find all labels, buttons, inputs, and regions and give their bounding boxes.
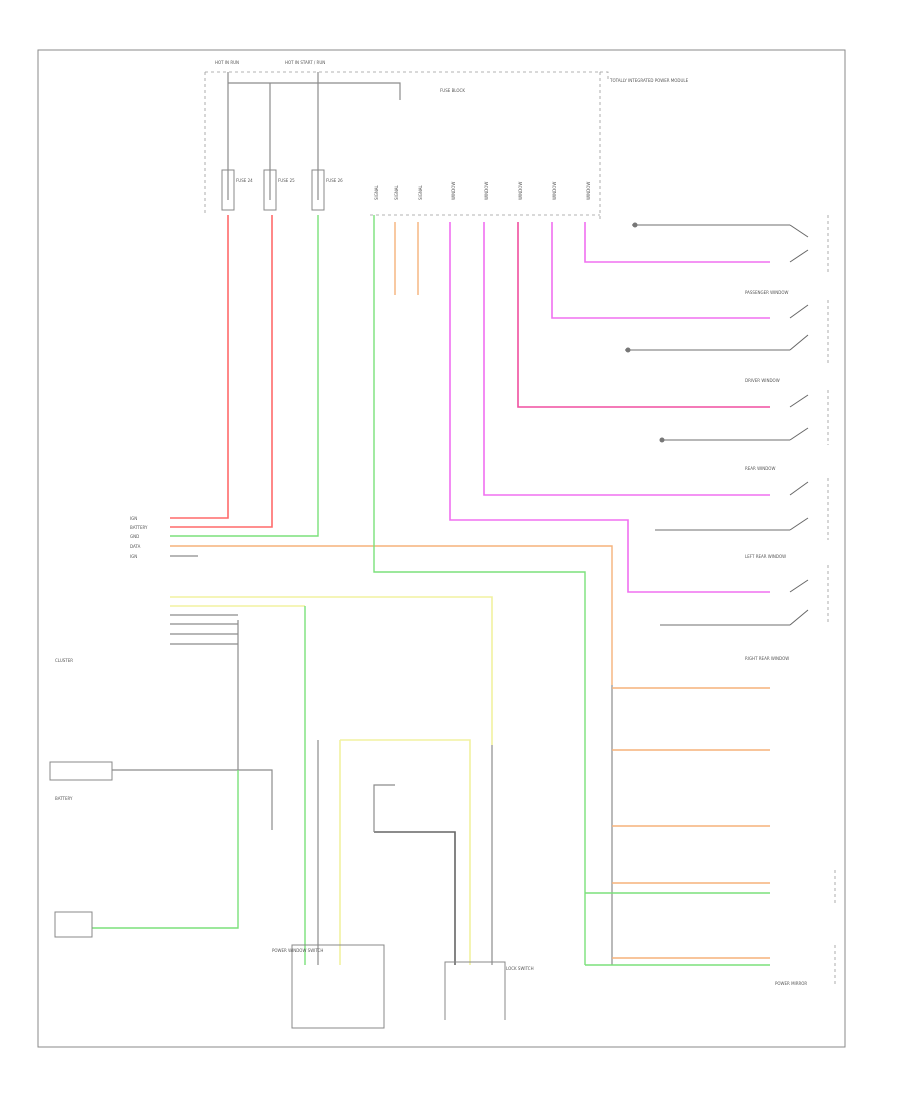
wire-magenta-rr: [483, 222, 770, 496]
svg-text:IGN: IGN: [130, 554, 137, 559]
wire-magenta-rear: [517, 222, 770, 408]
fuse-24: [221, 169, 235, 211]
switch-right-rear-label: RIGHT REAR WINDOW: [745, 656, 789, 661]
wire-green-fuse: [170, 215, 319, 537]
switch-left-rear-label: LEFT REAR WINDOW: [745, 554, 786, 559]
svg-text:WINDOW: WINDOW: [451, 182, 456, 200]
switch-driver-label: DRIVER WINDOW: [745, 378, 780, 383]
wire-magenta-drv: [551, 222, 770, 319]
module-pin-labels: SIGNAL SIGNAL SIGNAL WINDOW WINDOW WINDO…: [374, 182, 591, 200]
svg-text:LOCK SWITCH: LOCK SWITCH: [506, 966, 534, 971]
svg-text:BATTERY: BATTERY: [130, 525, 148, 530]
wire-yellow-bus-1: [170, 596, 493, 745]
lock-switch: [444, 961, 506, 1020]
left-connector: IGN BATTERY GND DATA IGN CLUSTER: [55, 516, 148, 663]
wire-yellow-mid: [340, 739, 471, 965]
wire-green-main: [373, 215, 586, 965]
wire-red-2: [170, 215, 273, 528]
svg-text:POWER WINDOW SWITCH: POWER WINDOW SWITCH: [272, 948, 323, 953]
power-window-switch: [291, 944, 385, 1029]
power-module: HOT IN RUN HOT IN START / RUN FUSE BLOCK…: [204, 60, 689, 220]
svg-text:DATA: DATA: [130, 544, 141, 549]
wire-orange-data: [170, 545, 613, 685]
wire-red-1: [170, 215, 229, 519]
svg-text:SIGNAL: SIGNAL: [418, 184, 423, 200]
hot-run-label: HOT IN RUN: [215, 60, 239, 65]
wire-magenta-lr: [449, 222, 770, 593]
fuse-25: [263, 169, 277, 211]
battery-label: BATTERY: [55, 796, 73, 801]
svg-text:WINDOW: WINDOW: [586, 182, 591, 200]
diagram-frame: [37, 49, 846, 1048]
wire-magenta-pass: [584, 222, 770, 263]
svg-text:CLUSTER: CLUSTER: [55, 658, 73, 663]
svg-text:SIGNAL: SIGNAL: [374, 184, 379, 200]
lower-left-component: [54, 911, 93, 938]
svg-text:SIGNAL: SIGNAL: [394, 184, 399, 200]
switch-rear-label: REAR WINDOW: [745, 466, 775, 471]
svg-text:WINDOW: WINDOW: [518, 182, 523, 200]
power-mirror-label: POWER MIRROR: [775, 981, 807, 986]
svg-text:WINDOW: WINDOW: [552, 182, 557, 200]
svg-text:GND: GND: [130, 534, 139, 539]
hot-start-label: HOT IN START / RUN: [285, 60, 325, 65]
svg-text:FUSE 24: FUSE 24: [236, 178, 253, 183]
svg-text:IGN: IGN: [130, 516, 137, 521]
tipm-label: TOTALLY INTEGRATED POWER MODULE: [609, 78, 689, 83]
fuse-block-label: FUSE BLOCK: [440, 88, 465, 93]
wire-dark-ground: [374, 831, 456, 965]
svg-text:FUSE 26: FUSE 26: [326, 178, 343, 183]
svg-text:FUSE 25: FUSE 25: [278, 178, 295, 183]
switch-passenger-label: PASSENGER WINDOW: [745, 290, 789, 295]
svg-text:WINDOW: WINDOW: [484, 182, 489, 200]
fuse-26: [311, 169, 325, 211]
battery-component: [49, 761, 113, 781]
right-switches: PASSENGER WINDOW DRIVER WINDOW REAR WIND…: [625, 215, 829, 661]
